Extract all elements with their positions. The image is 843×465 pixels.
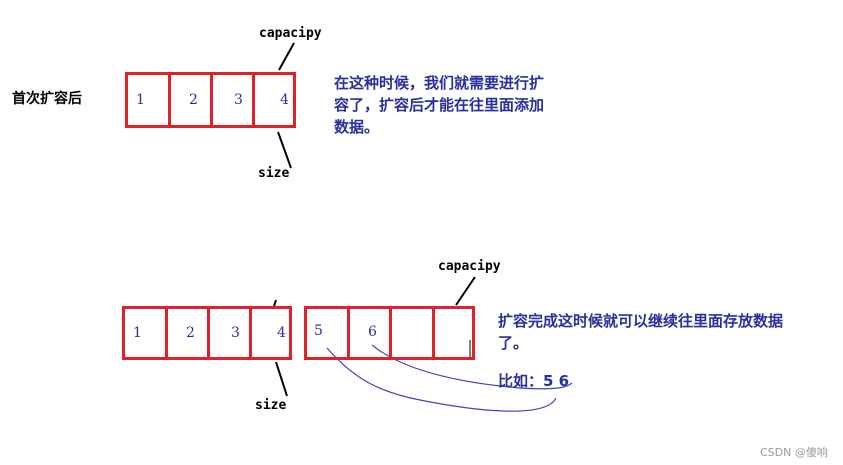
bottom-capacity-label: capacipy xyxy=(438,259,501,274)
top-cell-3 xyxy=(210,72,255,128)
top-cell-4 xyxy=(252,72,296,128)
top-cell-value: 4 xyxy=(280,92,289,108)
top-note-line: 容了，扩容后才能在往里面添加 xyxy=(334,96,545,114)
top-cell-value: 2 xyxy=(189,92,198,108)
top-capacity-label: capacipy xyxy=(259,26,322,41)
example-label: 比如：5 6 xyxy=(498,372,570,390)
curve-from-6 xyxy=(371,344,573,390)
bottom-cell-5 xyxy=(304,306,350,360)
bottom-cell-value: 2 xyxy=(186,325,195,341)
top-note-line: 在这种时候，我们就需要进行扩 xyxy=(334,74,545,92)
bottom-cell-value: 5 xyxy=(314,323,323,339)
bottom-cell-3 xyxy=(207,306,252,360)
bottom-cell-4 xyxy=(249,306,292,360)
bottom-cell-8 xyxy=(432,306,475,360)
bottom-cell-7 xyxy=(389,306,435,360)
top-note: 在这种时候，我们就需要进行扩 容了，扩容后才能在往里面添加 数据。 xyxy=(334,72,544,138)
bottom-note-line: 扩容完成这时候就可以继续往里面存放数据 xyxy=(498,312,784,330)
bottom-cell-value: 3 xyxy=(231,325,240,341)
top-note-line: 数据。 xyxy=(334,118,380,136)
watermark: CSDN @傻响 xyxy=(760,446,828,459)
bottom-top-tick xyxy=(273,299,277,307)
bottom-cell-value: 1 xyxy=(133,325,142,341)
bottom-cell-1 xyxy=(122,306,168,360)
top-capacity-pointer xyxy=(278,42,295,71)
bottom-size-pointer xyxy=(275,361,288,397)
curve-from-5 xyxy=(326,347,557,412)
bottom-note: 扩容完成这时候就可以继续往里面存放数据 了。 xyxy=(498,310,783,354)
top-cell-value: 1 xyxy=(136,92,145,108)
bottom-capacity-pointer xyxy=(455,276,476,306)
top-cell-value: 3 xyxy=(234,92,243,108)
first-expansion-label: 首次扩容后 xyxy=(12,91,82,107)
top-size-label: size xyxy=(258,166,290,181)
bottom-size-label: size xyxy=(255,398,287,413)
top-size-pointer xyxy=(277,131,292,169)
bottom-note-line: 了。 xyxy=(498,334,529,352)
top-cell-1 xyxy=(125,72,171,128)
bottom-cell-value: 4 xyxy=(277,325,286,341)
bottom-cell-value: 6 xyxy=(368,324,377,340)
